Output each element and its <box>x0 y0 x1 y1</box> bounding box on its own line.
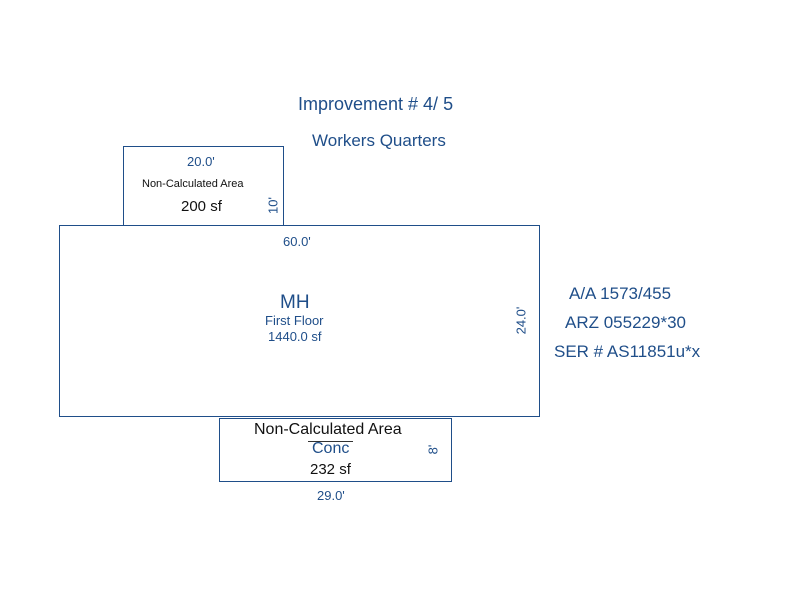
side-note-arz: ARZ 055229*30 <box>565 313 686 332</box>
main-area-code: MH <box>280 292 310 313</box>
bottom-non-calculated-area <box>219 418 452 482</box>
bottom-area-divider <box>308 441 353 442</box>
top-area-size: 200 sf <box>181 198 222 215</box>
bottom-area-sublabel: Conc <box>312 440 350 457</box>
main-area-width-label: 60.0' <box>283 234 311 249</box>
side-note-ser: SER # AS11851u*x <box>554 342 701 361</box>
top-area-label: Non-Calculated Area <box>142 178 244 190</box>
top-area-width-label: 20.0' <box>187 154 215 169</box>
top-non-calculated-area <box>123 146 284 226</box>
top-area-depth-label: 10' <box>265 197 281 214</box>
bottom-area-depth-label: 8' <box>425 444 441 455</box>
page-subtitle: Workers Quarters <box>312 131 446 150</box>
bottom-area-label: Non-Calculated Area <box>254 421 402 438</box>
bottom-area-width-label: 29.0' <box>317 488 345 503</box>
main-first-floor-area <box>59 225 540 417</box>
page-title: Improvement # 4/ 5 <box>298 94 454 114</box>
bottom-area-size: 232 sf <box>310 461 351 478</box>
main-area-label: First Floor <box>265 313 324 328</box>
main-area-depth-label: 24.0' <box>513 306 529 335</box>
side-note-aa: A/A 1573/455 <box>569 284 672 303</box>
main-area-size: 1440.0 sf <box>268 329 322 344</box>
